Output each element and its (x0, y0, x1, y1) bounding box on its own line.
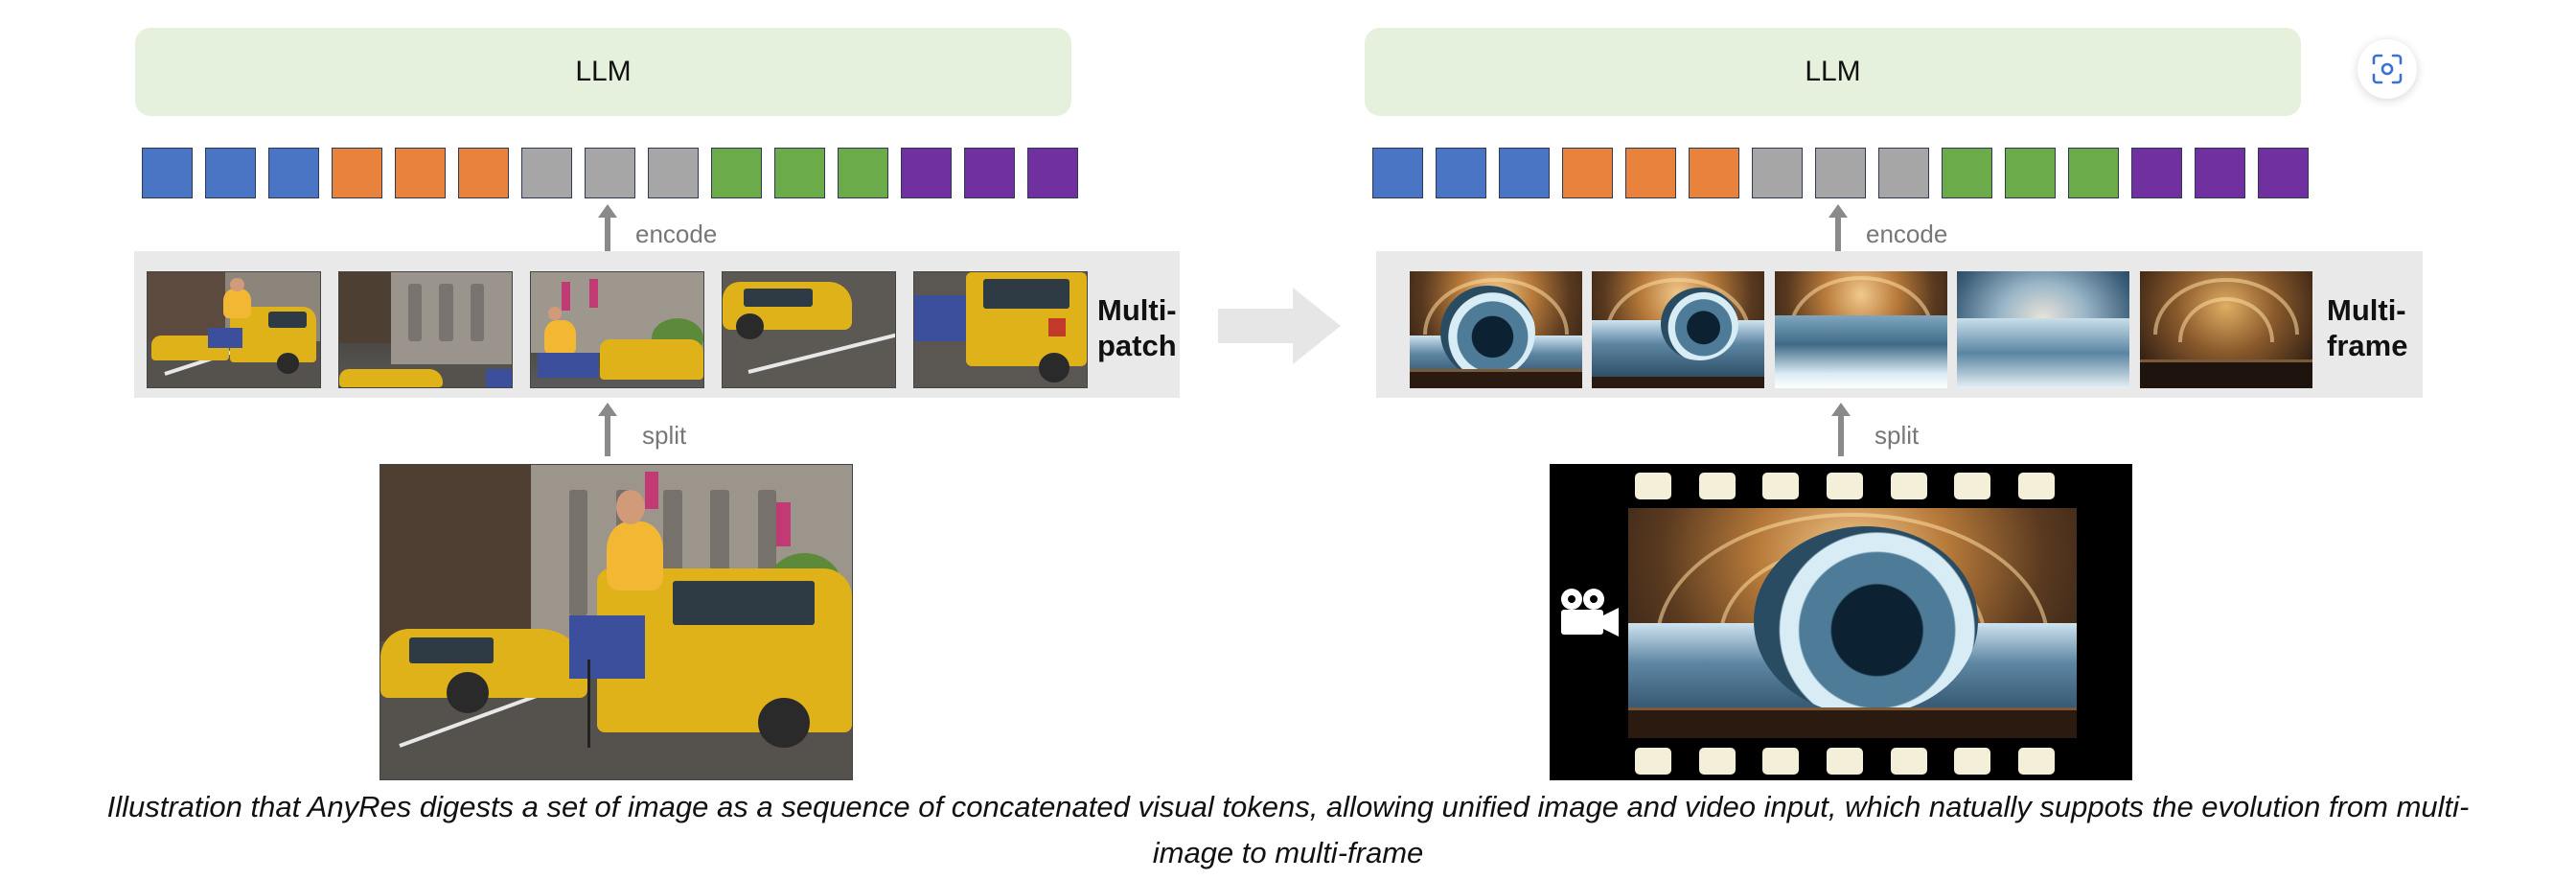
frame-thumbnail-1 (1410, 271, 1582, 388)
visual-token (1372, 148, 1423, 198)
patch-thumbnail-1 (147, 271, 321, 388)
split-arrow-left (598, 403, 617, 456)
caption-line-1: Illustration that AnyRes digests a set o… (106, 790, 2470, 823)
caption-line-2: image to multi-frame (1152, 836, 1424, 869)
screenshot-scan-icon (2372, 54, 2403, 84)
visual-token (142, 148, 193, 198)
frame-thumbnail-4 (1957, 271, 2129, 388)
source-image (380, 464, 853, 780)
frame-thumbnail-2 (1592, 271, 1764, 388)
visual-token (1027, 148, 1078, 198)
split-label-right: split (1874, 421, 1920, 450)
multi-frame-label-line1: Multi- (2327, 293, 2406, 327)
encode-arrow-right (1828, 204, 1848, 255)
visual-token (1562, 148, 1613, 198)
visual-token (585, 148, 635, 198)
visual-token (332, 148, 382, 198)
visual-token (711, 148, 762, 198)
visual-token (1942, 148, 1992, 198)
token-row-left (142, 148, 1078, 198)
llm-label-left: LLM (575, 56, 632, 87)
visual-token (205, 148, 256, 198)
visual-token (1752, 148, 1803, 198)
token-row-right (1372, 148, 2309, 198)
visual-token (964, 148, 1015, 198)
frame-thumbnail-5 (2140, 271, 2312, 388)
visual-token (268, 148, 319, 198)
visual-token (2195, 148, 2245, 198)
visual-token (2131, 148, 2182, 198)
multi-frame-label: Multi- frame (2327, 292, 2407, 363)
visual-token (1689, 148, 1739, 198)
multi-frame-label-line2: frame (2327, 329, 2408, 362)
video-camera-icon (1561, 589, 1619, 637)
transition-arrow (1218, 288, 1341, 364)
video-film-strip (1550, 464, 2132, 780)
encode-label-right: encode (1866, 220, 1948, 248)
patch-thumbnail-2 (338, 271, 513, 388)
patch-thumbnail-3 (530, 271, 704, 388)
visual-token (1625, 148, 1676, 198)
multi-patch-label: Multi- patch (1097, 292, 1177, 363)
visual-token (395, 148, 446, 198)
llm-box-left: LLM (135, 28, 1071, 116)
visual-token (774, 148, 825, 198)
visual-token (458, 148, 509, 198)
patch-thumbnail-4 (722, 271, 896, 388)
split-label-left: split (642, 421, 687, 450)
multi-patch-label-line1: Multi- (1097, 293, 1177, 327)
figure-caption: Illustration that AnyRes digests a set o… (0, 784, 2576, 876)
encode-arrow-left (598, 204, 617, 255)
visual-token (2068, 148, 2119, 198)
multi-patch-label-line2: patch (1097, 329, 1177, 362)
visual-token (1878, 148, 1929, 198)
visual-token (2258, 148, 2309, 198)
split-arrow-right (1831, 403, 1851, 456)
video-frame (1628, 508, 2077, 738)
llm-label-right: LLM (1805, 56, 1861, 87)
frame-thumbnail-3 (1775, 271, 1947, 388)
screenshot-button[interactable] (2358, 39, 2417, 99)
visual-token (1815, 148, 1866, 198)
encode-label-left: encode (635, 220, 718, 248)
visual-token (1499, 148, 1550, 198)
visual-token (838, 148, 888, 198)
visual-token (521, 148, 572, 198)
patch-thumbnail-5 (913, 271, 1088, 388)
visual-token (648, 148, 699, 198)
visual-token (1436, 148, 1486, 198)
visual-token (2005, 148, 2056, 198)
llm-box-right: LLM (1365, 28, 2301, 116)
visual-token (901, 148, 952, 198)
